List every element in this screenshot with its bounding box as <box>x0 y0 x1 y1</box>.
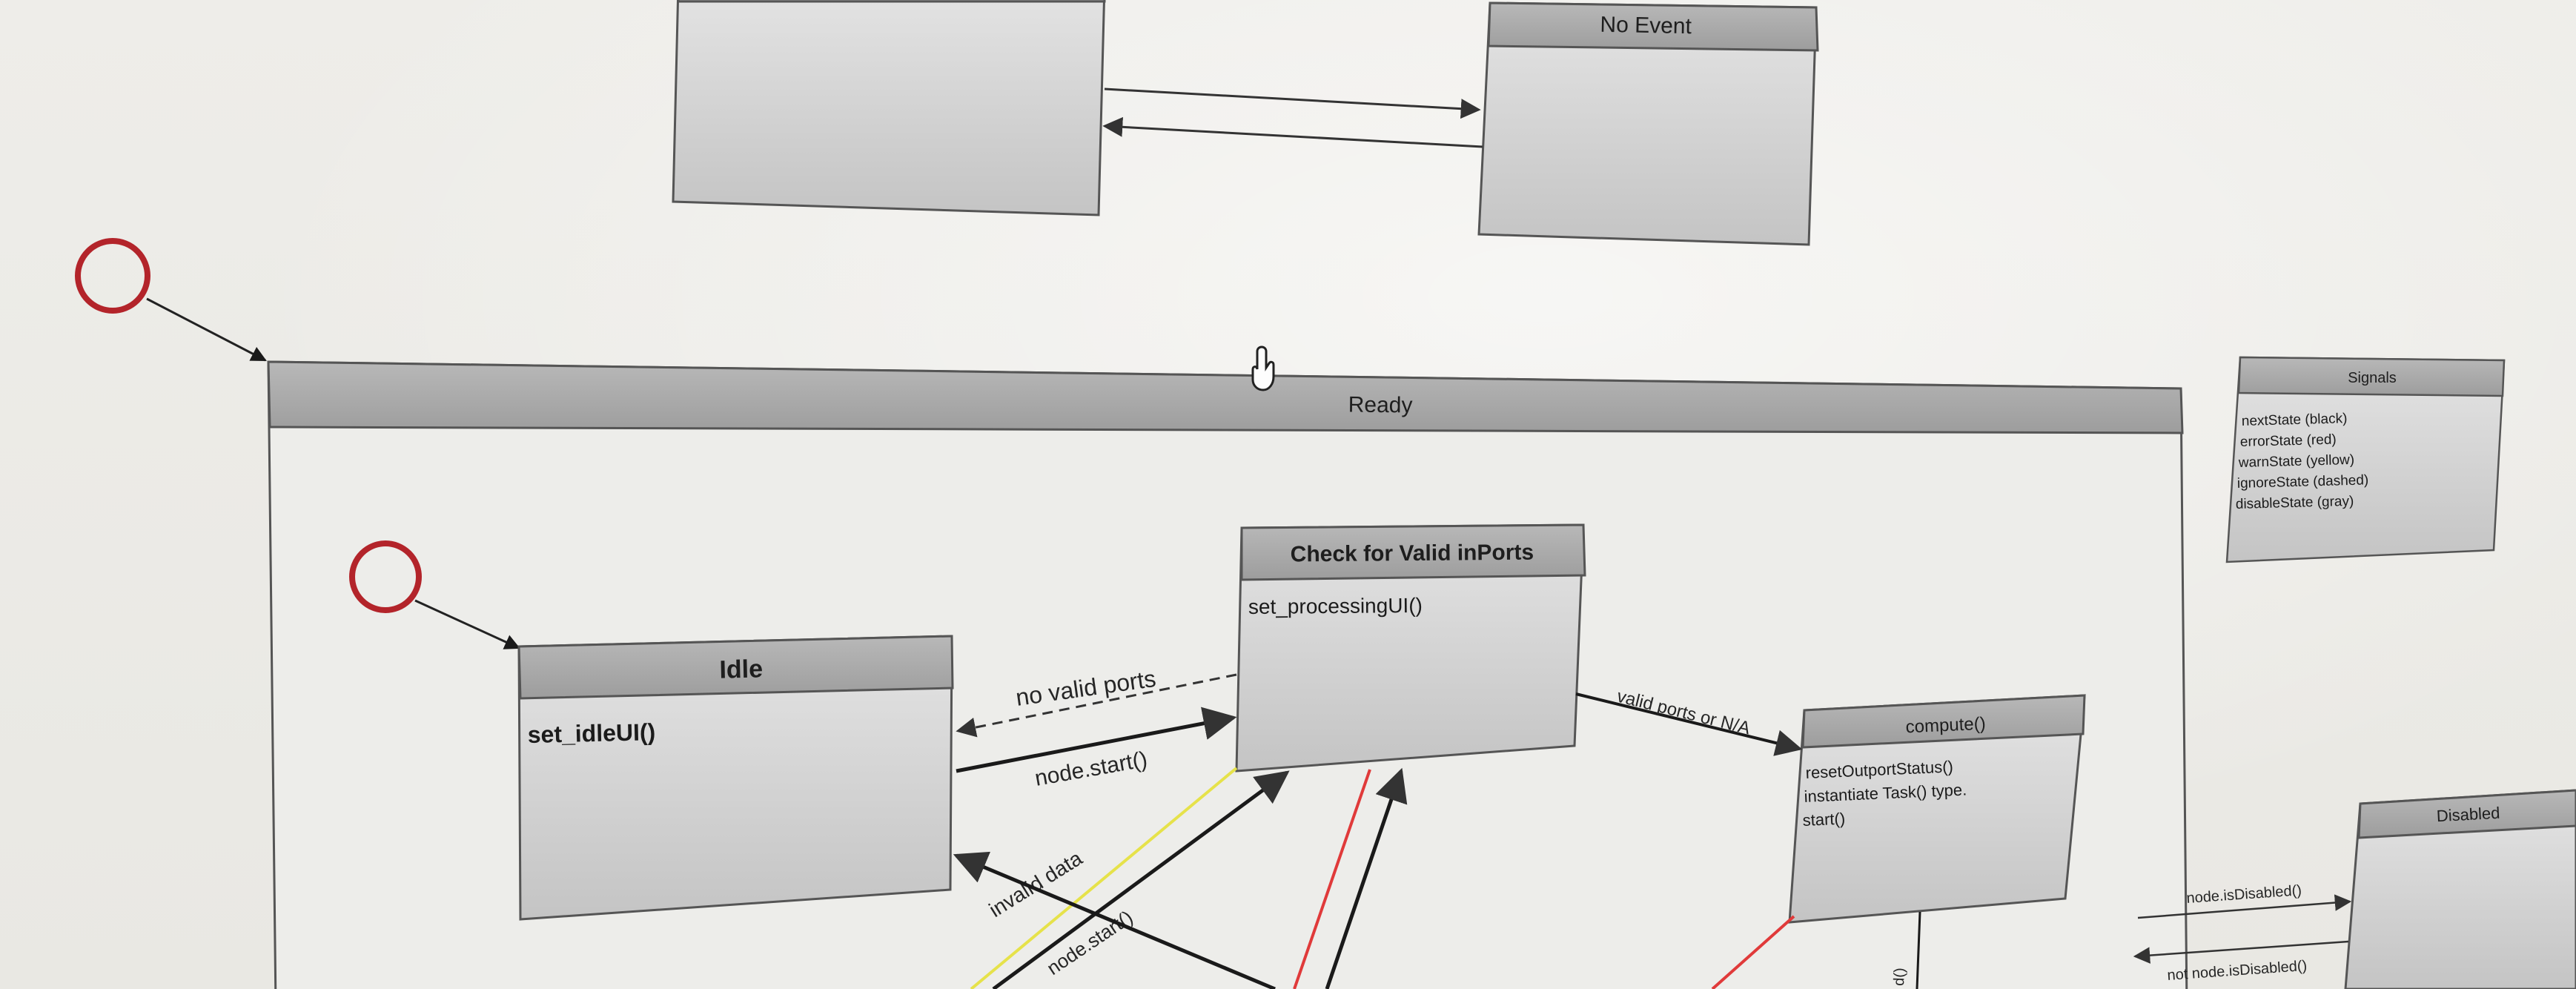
idle-action: set_idleUI() <box>527 718 655 748</box>
state-disabled[interactable]: Disabled <box>2344 789 2576 989</box>
check-ports-action: set_processingUI() <box>1248 594 1423 618</box>
transition-error-2 <box>1711 915 1795 989</box>
signals-title: Signals <box>2348 370 2397 386</box>
transition-to-check-ports <box>1325 767 1408 989</box>
compute-action-3: start() <box>1802 810 1845 830</box>
signals-legend: Signals nextState (black) errorState (re… <box>2225 356 2506 563</box>
transition-back-to-idle <box>953 851 1276 989</box>
signal-item: warnState (yellow) <box>2238 452 2355 471</box>
check-ports-title: Check for Valid inPorts <box>1291 540 1534 567</box>
state-check-ports[interactable]: Check for Valid inPorts set_processingUI… <box>1235 523 1586 773</box>
label-not-node-is-disabled: not node.isDisabled() <box>2167 958 2308 984</box>
idle-title: Idle <box>719 655 763 684</box>
initial-state-inner <box>349 540 520 649</box>
signal-item: disableState (gray) <box>2236 494 2354 512</box>
no-event-title: No Event <box>1600 13 1692 39</box>
transition-compute-vertical: d() <box>1891 911 1921 989</box>
transition-error-1 <box>1293 769 1371 989</box>
label-compute-partial: d() <box>1891 968 1908 986</box>
state-compute[interactable]: compute() resetOutportStatus() instantia… <box>1788 694 2086 924</box>
disabled-title: Disabled <box>2436 804 2500 825</box>
signal-item: errorState (red) <box>2240 432 2337 450</box>
state-no-event[interactable]: No Event <box>1477 1 1819 246</box>
ready-title: Ready <box>1348 393 1413 418</box>
state-idle[interactable]: Idle set_idleUI() <box>517 635 954 921</box>
label-node-is-disabled: node.isDisabled() <box>2186 882 2302 907</box>
compute-title: compute() <box>1905 714 1986 738</box>
state-top-unnamed[interactable] <box>672 0 1106 216</box>
hand-cursor-icon <box>1251 345 1275 391</box>
initial-state-outer <box>75 238 267 362</box>
signal-item: nextState (black) <box>2242 411 2348 429</box>
signal-item: ignoreState (dashed) <box>2237 472 2369 492</box>
top-transitions <box>1102 87 1483 148</box>
